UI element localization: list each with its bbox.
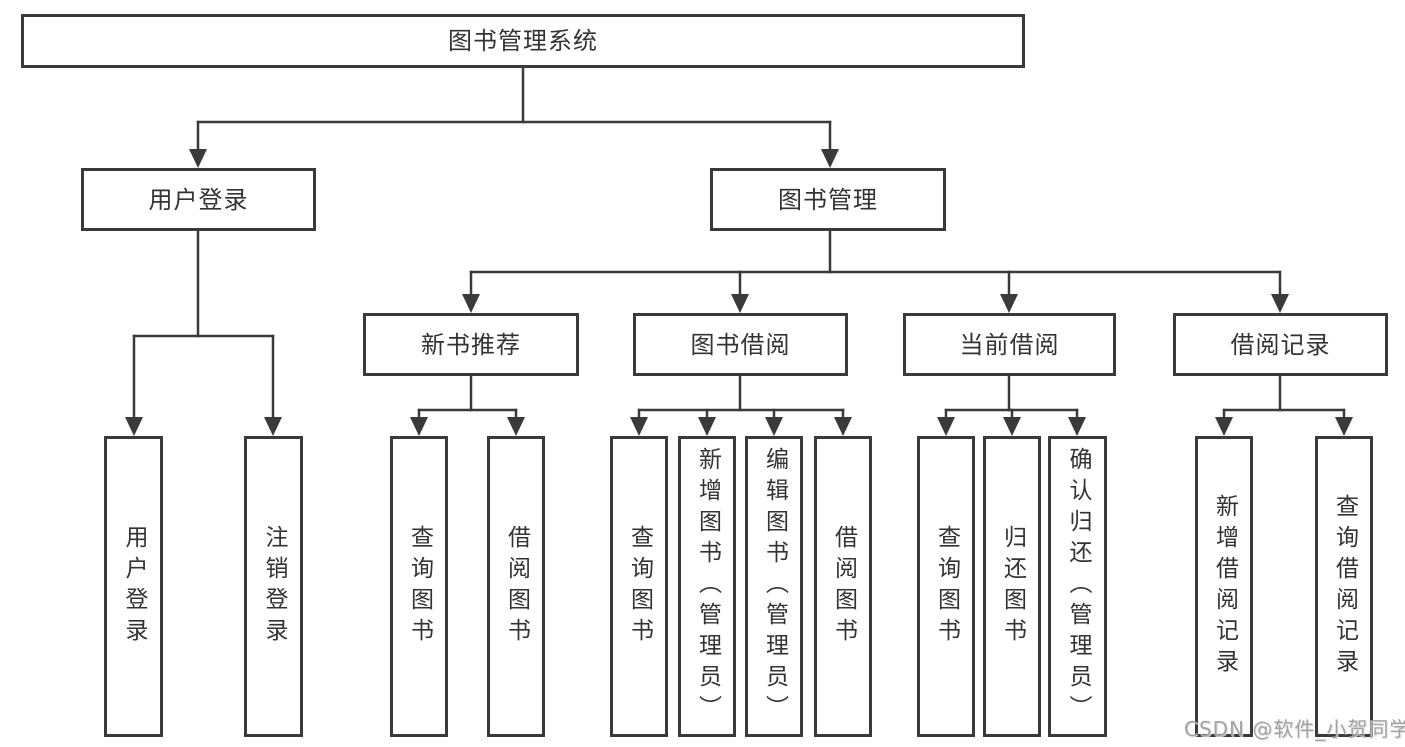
leaf-add-borrow-record: 新增借阅记录 xyxy=(1195,436,1253,737)
node-new-book-recommend-label: 新书推荐 xyxy=(421,330,521,359)
leaf-add-book: 新增图书（管理员） xyxy=(678,436,736,737)
leaf-logout-label: 注销登录 xyxy=(261,524,287,649)
leaf-confirm-return-label: 确认归还（管理员） xyxy=(1065,447,1091,726)
leaf-return-book-label: 归还图书 xyxy=(999,524,1026,649)
node-new-book-recommend: 新书推荐 xyxy=(363,313,579,376)
leaf-query-book-2: 查询图书 xyxy=(610,436,668,737)
leaf-query-book-3: 查询图书 xyxy=(917,436,975,737)
leaf-query-book-2-label: 查询图书 xyxy=(626,524,653,649)
leaf-logout: 注销登录 xyxy=(244,436,303,737)
node-borrow-records-label: 借阅记录 xyxy=(1230,330,1331,359)
node-root-label: 图书管理系统 xyxy=(448,27,598,55)
node-book-management: 图书管理 xyxy=(710,168,946,231)
leaf-query-book-3-label: 查询图书 xyxy=(933,524,960,649)
csdn-watermark: CSDN @软件_小贺同学 xyxy=(1184,717,1405,741)
leaf-query-borrow-record-label: 查询借阅记录 xyxy=(1331,493,1358,680)
leaf-add-book-label: 新增图书（管理员） xyxy=(694,447,721,726)
leaf-borrow-book-1-label: 借阅图书 xyxy=(503,524,530,649)
leaf-user-login: 用户登录 xyxy=(104,436,163,737)
leaf-borrow-book-2-label: 借阅图书 xyxy=(830,524,857,649)
node-borrow-records: 借阅记录 xyxy=(1173,313,1388,376)
node-book-borrow-label: 图书借阅 xyxy=(690,330,791,359)
leaf-query-book-1-label: 查询图书 xyxy=(406,524,433,649)
leaf-confirm-return: 确认归还（管理员） xyxy=(1048,436,1107,737)
leaf-query-borrow-record: 查询借阅记录 xyxy=(1315,436,1373,737)
leaf-user-login-label: 用户登录 xyxy=(121,524,147,649)
node-book-management-label: 图书管理 xyxy=(778,185,878,214)
node-current-borrow-label: 当前借阅 xyxy=(959,330,1060,359)
leaf-edit-book-label: 编辑图书（管理员） xyxy=(761,447,788,726)
arrowheads xyxy=(125,149,1353,436)
node-current-borrow: 当前借阅 xyxy=(903,313,1116,376)
leaf-return-book: 归还图书 xyxy=(983,436,1041,737)
node-root: 图书管理系统 xyxy=(21,14,1025,68)
leaf-add-borrow-record-label: 新增借阅记录 xyxy=(1211,493,1238,680)
leaf-edit-book: 编辑图书（管理员） xyxy=(745,436,803,737)
node-user-login-label: 用户登录 xyxy=(148,185,249,214)
leaf-borrow-book-1: 借阅图书 xyxy=(487,436,545,737)
leaf-query-book-1: 查询图书 xyxy=(390,436,448,737)
leaf-borrow-book-2: 借阅图书 xyxy=(814,436,872,737)
node-book-borrow: 图书借阅 xyxy=(633,313,848,376)
node-user-login: 用户登录 xyxy=(81,168,316,231)
